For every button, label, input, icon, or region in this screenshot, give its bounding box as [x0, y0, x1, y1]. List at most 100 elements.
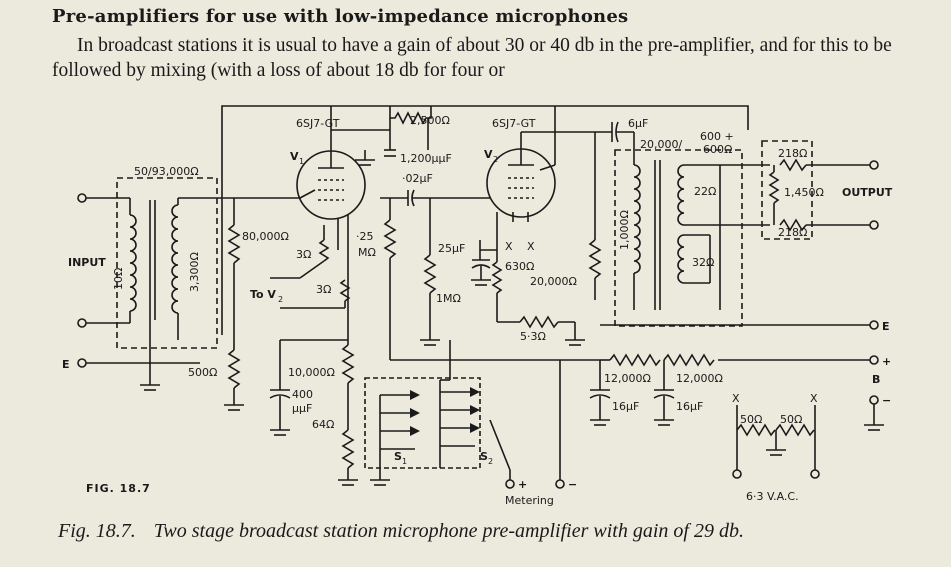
label-v1: V — [290, 150, 299, 163]
label-r-feedback: 2,500Ω — [410, 114, 450, 127]
resistor-3-a — [318, 239, 330, 262]
feedback-rail — [221, 105, 749, 335]
input-primary-winding — [129, 214, 137, 312]
label-r-1000: 1,000Ω — [618, 210, 631, 250]
resistor-64 — [341, 429, 355, 469]
label-s1-sub: 1 — [402, 457, 407, 466]
label-r-630: 630Ω — [505, 260, 534, 273]
label-metering: Metering — [505, 494, 554, 507]
resistor-1450 — [768, 171, 780, 204]
label-to-v2-sub: 2 — [278, 295, 283, 304]
figure-caption: Fig. 18.7.Two stage broadcast station mi… — [58, 520, 744, 543]
label-r-218b: 218Ω — [778, 226, 807, 239]
label-r-80k: 80,000Ω — [242, 230, 289, 243]
input-terminal-bottom — [77, 318, 87, 328]
label-in-xfmr: 50/93,000Ω — [134, 165, 199, 178]
label-in-3300: 3,300Ω — [188, 252, 201, 292]
label-r-3b: 3Ω — [316, 283, 331, 296]
metering-minus-terminal — [555, 479, 565, 489]
metering-plus-terminal — [505, 479, 515, 489]
switch-arrows — [410, 387, 480, 436]
label-input: INPUT — [68, 256, 106, 269]
label-c-400-b: μμF — [292, 402, 312, 415]
output-terminal-top — [869, 160, 879, 170]
label-meter-plus: + — [518, 478, 527, 491]
label-e-left: E — [62, 358, 70, 371]
label-r-10k: 10,000Ω — [288, 366, 335, 379]
e-terminal-left — [77, 358, 87, 368]
label-s2-sub: 2 — [488, 457, 493, 466]
label-v1-sub: 1 — [299, 157, 304, 166]
resistor-80k — [227, 224, 241, 264]
resistor-53 — [519, 315, 559, 329]
label-tube1: 6SJ7-GT — [296, 117, 340, 130]
label-c-16-b: 16μF — [676, 400, 703, 413]
label-r-20k: 20,000Ω — [530, 275, 577, 288]
resistor-218-top — [779, 158, 807, 172]
resistor-50-b — [775, 423, 815, 437]
resistor-2500 — [389, 106, 432, 125]
vac-terminal-b — [810, 469, 820, 479]
resistor-500 — [227, 349, 241, 389]
label-r-1450: 1,450Ω — [784, 186, 824, 199]
output-secondary-winding-b — [677, 234, 685, 284]
label-s1: S — [394, 450, 402, 463]
section-heading: Pre-amplifiers for use with low-impedanc… — [52, 6, 629, 27]
label-r-500: 500Ω — [188, 366, 217, 379]
resistor-025m — [383, 219, 397, 259]
label-c-out: 6μF — [628, 117, 648, 130]
label-v2: V — [484, 148, 493, 161]
input-terminal-top — [77, 193, 87, 203]
switch-box — [364, 377, 481, 469]
label-r-50a: 50Ω — [740, 413, 762, 426]
label-r-12k-a: 12,000Ω — [604, 372, 651, 385]
label-r-218a: 218Ω — [778, 147, 807, 160]
label-tube2: 6SJ7-GT — [492, 117, 536, 130]
resistor-1m — [423, 254, 437, 294]
label-c-16-a: 16μF — [612, 400, 639, 413]
label-e-right: E — [882, 320, 890, 333]
output-transformer-box — [614, 149, 743, 327]
resistor-10k — [341, 344, 355, 384]
caption-text: Two stage broadcast station microphone p… — [153, 520, 744, 542]
label-r-3a: 3Ω — [296, 248, 311, 261]
resistor-630 — [491, 261, 503, 294]
label-r-64: 64Ω — [312, 418, 334, 431]
label-b-plus: + — [882, 355, 891, 368]
label-x4: X — [810, 392, 818, 405]
label-x3: X — [732, 392, 740, 405]
label-out-xfmr: 20,000/ — [640, 138, 682, 151]
label-s2: S — [480, 450, 488, 463]
label-out-xfmr2: 600 + — [700, 130, 734, 143]
body-paragraph: In broadcast stations it is usual to hav… — [52, 35, 892, 81]
label-c-400-a: 400 — [292, 388, 313, 401]
resistor-3-b — [339, 279, 351, 302]
label-r-1m: 1MΩ — [436, 292, 461, 305]
resistor-50-a — [736, 423, 776, 437]
label-x2: X — [527, 240, 535, 253]
label-t-22: 22Ω — [694, 185, 716, 198]
label-x1: X — [505, 240, 513, 253]
label-out-xfmr3: 600Ω — [703, 143, 732, 156]
label-to-v2: To V — [250, 288, 276, 301]
label-c-25u: 25μF — [438, 242, 465, 255]
resistor-12k-a — [609, 353, 661, 367]
output-pad-box — [761, 140, 813, 240]
label-c-coupling: ·02μF — [402, 172, 433, 185]
label-vac: 6·3 V.A.C. — [746, 490, 799, 503]
output-terminal-bottom — [869, 220, 879, 230]
output-secondary-winding-a — [677, 164, 685, 226]
b-minus-terminal — [869, 395, 879, 405]
label-b: B — [872, 373, 880, 386]
label-c-feedback: 1,200μμF — [400, 152, 452, 165]
input-secondary-winding — [171, 204, 179, 314]
label-b-minus: − — [882, 394, 891, 407]
e-terminal-right — [869, 320, 879, 330]
schematic-wiring — [77, 105, 884, 489]
resistor-218-bottom — [779, 218, 807, 232]
label-t-32: 32Ω — [692, 256, 714, 269]
label-v2-sub: 2 — [493, 155, 498, 164]
vac-terminal-a — [732, 469, 742, 479]
output-primary-winding — [633, 164, 641, 274]
label-r-50b: 50Ω — [780, 413, 802, 426]
